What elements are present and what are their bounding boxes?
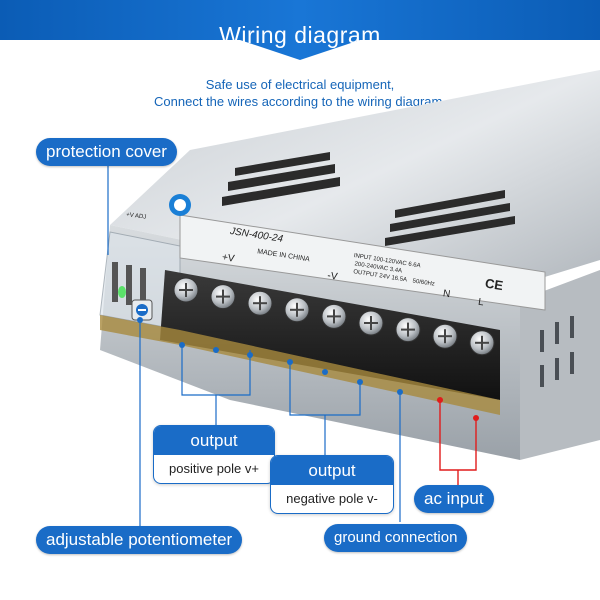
output-negative-card: output negative pole v- bbox=[270, 455, 394, 514]
led-indicator bbox=[118, 286, 126, 298]
adj-label: +V ADJ bbox=[126, 212, 147, 221]
adjustable-potentiometer-label: adjustable potentiometer bbox=[36, 526, 243, 554]
output-positive-title: output bbox=[154, 426, 274, 455]
output-negative-desc: negative pole v- bbox=[286, 491, 378, 506]
intro-text: Safe use of electrical equipment, Connec… bbox=[0, 76, 600, 110]
terminal-neg-label: -V bbox=[327, 270, 339, 282]
ce-mark: CE bbox=[484, 276, 504, 294]
terminal-block bbox=[160, 270, 500, 400]
intro-line-1: Safe use of electrical equipment, bbox=[205, 77, 395, 92]
page-title: Wiring diagram bbox=[219, 22, 381, 48]
protection-cover-label: protection cover bbox=[36, 138, 177, 166]
output-positive-desc: positive pole v+ bbox=[169, 461, 259, 476]
ground-connection-label: ground connection bbox=[324, 524, 468, 552]
vent-slots bbox=[222, 152, 515, 246]
intro-line-2: Connect the wires according to the wirin… bbox=[154, 94, 446, 109]
terminal-l-label: L bbox=[477, 297, 485, 309]
terminal-n-label: N bbox=[442, 288, 451, 300]
output-negative-title: output bbox=[271, 456, 393, 485]
output-positive-card: output positive pole v+ bbox=[153, 425, 275, 484]
terminal-pos-label: +V bbox=[221, 252, 235, 265]
header-banner bbox=[0, 0, 600, 60]
ac-input-label: ac input bbox=[414, 485, 494, 513]
terminal-screws bbox=[173, 277, 495, 356]
output-spec-label-2: 50/60Hz bbox=[412, 278, 435, 287]
